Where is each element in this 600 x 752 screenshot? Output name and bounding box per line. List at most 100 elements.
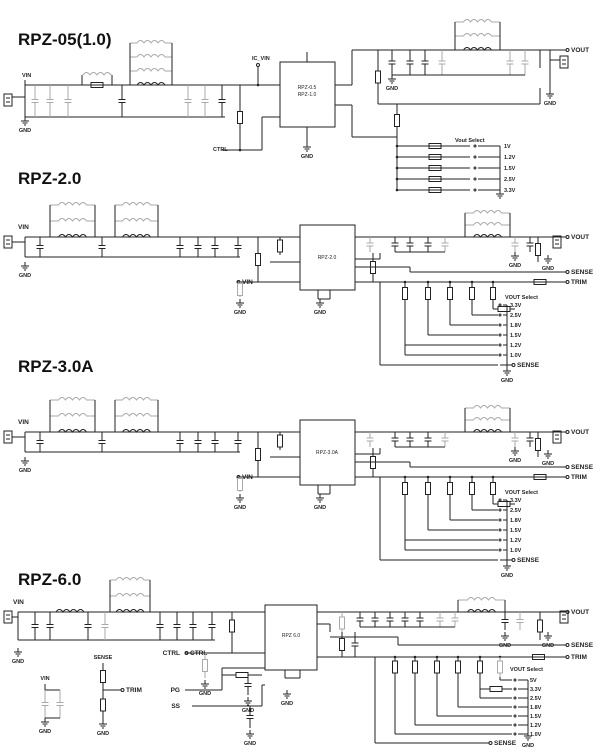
gnd-label: GND: [542, 643, 554, 649]
ic-box: [264, 604, 318, 671]
vout-select-option: 1.5V: [510, 528, 522, 534]
jumper-pin: [473, 188, 477, 192]
inductor: [115, 218, 158, 222]
terminal: [565, 235, 570, 239]
resistor: [455, 660, 461, 674]
vout-select-title: VOUT Select: [510, 667, 543, 673]
jumper-pin: [513, 687, 517, 691]
gnd-label: GND: [12, 659, 24, 665]
resistor: [100, 698, 106, 712]
inductor: [465, 405, 510, 409]
resistor: [255, 253, 261, 266]
terminal: [184, 651, 189, 655]
vout-select-option: 3.3V: [510, 303, 522, 309]
inductor: [115, 234, 158, 238]
jumper-pin: [498, 333, 502, 337]
jumper-pin: [498, 538, 502, 542]
jumper-pin: [498, 508, 502, 512]
inductor: [455, 33, 500, 37]
inductor: [465, 234, 510, 238]
vout-select-option: 1.2V: [510, 343, 522, 349]
resistor: [375, 70, 381, 84]
vin-label: VIN: [13, 599, 24, 606]
gnd-label: GND: [542, 461, 554, 467]
resistor: [469, 482, 475, 495]
vout-select-option: 1.2V: [510, 538, 522, 544]
ic-name: RPZ 6.0: [282, 633, 301, 639]
resistor: [537, 619, 543, 633]
ic-name: RPZ-3.0A: [316, 450, 339, 456]
resistor: [490, 287, 496, 300]
ctrl-terminal: VIN: [242, 279, 253, 286]
inductor: [130, 82, 172, 86]
inductor: [465, 429, 510, 433]
vout-select-title: Vout Select: [455, 138, 485, 144]
resistor: [469, 287, 475, 300]
resistor: [497, 501, 511, 507]
resistor: [277, 434, 283, 448]
terminal: [565, 280, 570, 284]
gnd-label: GND: [19, 128, 31, 134]
vout-select-option: 2.5V: [510, 313, 522, 319]
connector-icon: [3, 430, 13, 444]
resistor: [535, 438, 541, 451]
vout-select-option: 5V: [530, 678, 537, 684]
section-title: RPZ-3.0A: [18, 357, 94, 376]
inductor: [50, 202, 95, 206]
inductor: [110, 577, 150, 581]
resistor: [489, 686, 503, 692]
junction-dot: [395, 166, 399, 170]
ss-label: SS: [171, 703, 180, 710]
pg-label: PG: [171, 687, 180, 694]
jumper-pin: [473, 177, 477, 181]
jumper-pin: [513, 714, 517, 718]
inductor: [110, 609, 150, 613]
vout-select-title: VOUT Select: [505, 295, 538, 301]
sense-label: SENSE: [571, 269, 594, 276]
vout-select-option: 1.5V: [504, 166, 516, 172]
inductor: [50, 397, 95, 401]
resistor: [535, 243, 541, 256]
aux-vin-label: VIN: [40, 676, 49, 682]
vout-select-option: 1.0V: [510, 353, 522, 359]
resistor: [402, 482, 408, 495]
inductor: [458, 609, 505, 613]
ic-box: [299, 419, 356, 486]
jumper-pin: [498, 518, 502, 522]
gnd-label: GND: [301, 154, 313, 160]
ic-name: RPZ-0.5: [298, 85, 317, 91]
connector-icon: [559, 610, 569, 624]
junction-dot: [256, 83, 260, 87]
gnd-label: GND: [522, 743, 534, 749]
connector-icon: [552, 235, 562, 249]
resistor: [447, 287, 453, 300]
vout-select-option: 1.2V: [504, 155, 516, 161]
vout-select-option: 3.3V: [510, 498, 522, 504]
gnd-label: GND: [281, 701, 293, 707]
gnd-label: GND: [19, 273, 31, 279]
inductor: [115, 429, 158, 433]
gnd-label: GND: [542, 266, 554, 272]
connector-icon: [3, 93, 13, 107]
vout-select-option: 1.0V: [510, 548, 522, 554]
resistor: [434, 660, 440, 674]
resistor: [100, 670, 106, 683]
vout-select-option: 1.2V: [530, 723, 542, 729]
vout-select-option: 1.8V: [510, 323, 522, 329]
ic-box: [299, 224, 356, 291]
inductor: [115, 202, 158, 206]
vout-label: VOUT: [571, 234, 589, 241]
terminal: [511, 363, 516, 367]
vout-select-option: 1.5V: [530, 714, 542, 720]
inductor: [455, 47, 500, 51]
vin-label: VIN: [22, 73, 31, 79]
vout-select-option: 2.5V: [504, 177, 516, 183]
vout-select-option: 1.5V: [510, 333, 522, 339]
resistor: [255, 448, 261, 461]
resistor: [394, 114, 400, 127]
jumper-pin: [498, 353, 502, 357]
jumper-pin: [513, 732, 517, 736]
gnd-label: GND: [234, 505, 246, 511]
vout-select-option: 1.8V: [510, 518, 522, 524]
